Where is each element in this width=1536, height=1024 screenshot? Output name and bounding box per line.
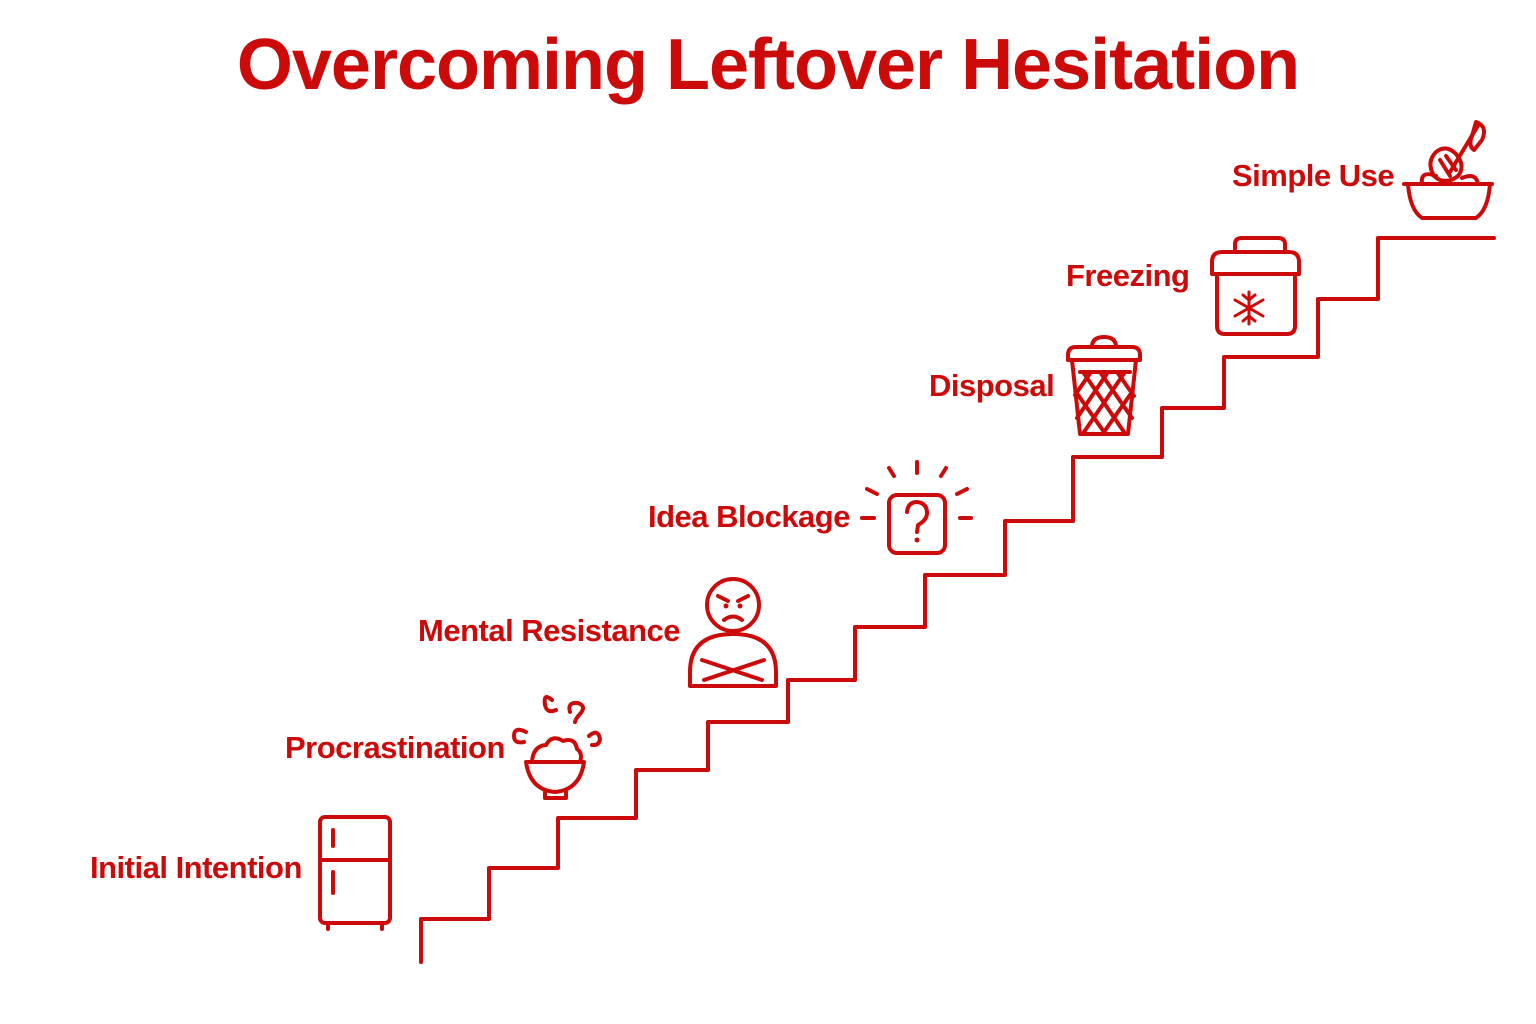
frustrated-person-icon — [688, 577, 778, 688]
step-label-procrastination: Procrastination — [285, 730, 505, 765]
step-label-mental-resistance: Mental Resistance — [418, 613, 681, 648]
step-label-disposal: Disposal — [929, 368, 1055, 403]
question-box-icon — [860, 460, 973, 555]
right-eye — [737, 603, 743, 609]
trash-bin-icon — [1066, 335, 1142, 436]
step-label-freezing: Freezing — [1066, 258, 1190, 293]
steaming-bowl-icon — [512, 695, 602, 800]
left-eye — [723, 603, 729, 609]
mixing-bowl-icon — [1402, 120, 1494, 220]
freezer-container-icon — [1210, 236, 1301, 336]
step-label-initial-intention: Initial Intention — [90, 850, 302, 885]
staircase-line — [419, 236, 1496, 964]
snowflake-icon — [1233, 290, 1265, 326]
step-label-idea-blockage: Idea Blockage — [648, 499, 850, 534]
refrigerator-icon — [318, 815, 392, 931]
step-label-simple-use: Simple Use — [1232, 158, 1395, 193]
diagram-title: Overcoming Leftover Hesitation — [236, 25, 1300, 105]
question-dot — [914, 537, 920, 543]
